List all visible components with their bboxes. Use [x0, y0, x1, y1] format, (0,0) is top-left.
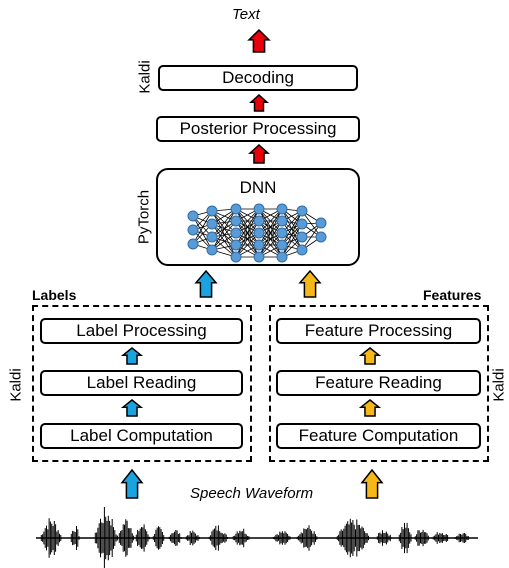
dnn-connection: [258, 208, 283, 258]
arrow-waveform-to-features: [360, 468, 384, 499]
dnn-neuron: [206, 244, 218, 256]
dnn-neuron: [230, 251, 242, 263]
speech-waveform-label: Speech Waveform: [190, 485, 314, 502]
dnn-neuron: [296, 218, 308, 230]
arrow-to-feature-processing: [358, 347, 382, 365]
posterior-processing-box: Posterior Processing: [156, 116, 360, 142]
features-group: [269, 305, 489, 462]
labels-group: [32, 305, 252, 462]
dnn-connection: [235, 208, 260, 246]
arrow-features-to-dnn: [298, 269, 322, 298]
dnn-neuron: [296, 244, 308, 256]
arrow-to-feature-reading: [358, 399, 382, 417]
dnn-neuron: [187, 224, 199, 236]
decoding-box: Decoding: [158, 65, 358, 91]
feature-reading-box: Feature Reading: [276, 370, 481, 396]
dnn-neuron: [276, 203, 288, 215]
dnn-connection: [192, 215, 213, 251]
dnn-connection: [281, 210, 303, 246]
dnn-neuron: [276, 251, 288, 263]
waveform-signal: [40, 507, 471, 568]
dnn-connection: [235, 208, 260, 258]
dnn-neuron: [253, 239, 265, 251]
dnn-connection: [258, 208, 283, 246]
dnn-connection: [281, 223, 303, 258]
dnn-connection: [235, 220, 260, 258]
arrow-waveform-to-labels: [120, 468, 144, 499]
dnn-connection: [235, 208, 260, 234]
feature-computation-box: Feature Computation: [276, 423, 481, 449]
dnn-neuron: [276, 215, 288, 227]
dnn-neuron: [276, 239, 288, 251]
dnn-connection: [211, 208, 237, 251]
dnn-neuron: [230, 203, 242, 215]
arrow-to-text: [247, 28, 271, 53]
arrow-to-decoding: [249, 93, 269, 112]
dnn-neuron: [315, 217, 327, 229]
arrow-to-label-processing: [120, 347, 144, 365]
dnn-neuron: [206, 205, 218, 217]
dnn-connection: [281, 220, 303, 251]
arrow-labels-to-dnn: [194, 269, 218, 298]
dnn-connection: [281, 208, 303, 238]
feature-processing-box: Feature Processing: [276, 318, 481, 344]
arrow-to-posterior: [248, 143, 270, 164]
dnn-neuron: [253, 215, 265, 227]
dnn-connection: [258, 220, 283, 258]
dnn-neuron: [230, 215, 242, 227]
dnn-neuron: [253, 251, 265, 263]
dnn-neuron: [206, 218, 218, 230]
dnn-connection: [235, 232, 260, 258]
dnn-connection: [211, 210, 237, 246]
dnn-title: DNN: [239, 178, 277, 197]
dnn-neuron: [206, 231, 218, 243]
dnn-connection: [192, 210, 213, 245]
dnn-connection: [211, 208, 237, 238]
dnn-neuron: [276, 227, 288, 239]
dnn-neuron: [253, 227, 265, 239]
dnn-network: [187, 203, 327, 263]
dnn-connection: [301, 222, 322, 251]
arrows-group: [120, 28, 384, 499]
output-text-label: Text: [232, 6, 260, 23]
speech-waveform: [36, 507, 478, 568]
features-title: Features: [423, 287, 482, 303]
dnn-neuron: [187, 210, 199, 222]
dnn-connection: [211, 220, 237, 251]
dnn-neuron: [230, 227, 242, 239]
dnn-neuron: [296, 231, 308, 243]
dnn-neuron: [296, 205, 308, 217]
label-reading-box: Label Reading: [40, 370, 243, 396]
labels-title: Labels: [32, 287, 77, 303]
dnn-neuron: [315, 231, 327, 243]
label-computation-box: Label Computation: [40, 423, 243, 449]
dnn-connection: [258, 232, 283, 258]
dnn-neuron: [187, 238, 199, 250]
label-processing-box: Label Processing: [40, 318, 243, 344]
dnn-neuron: [253, 203, 265, 215]
dnn-connection: [258, 208, 283, 234]
dnn-connection: [211, 223, 237, 258]
dnn-neuron: [230, 239, 242, 251]
arrow-to-label-reading: [120, 399, 144, 417]
